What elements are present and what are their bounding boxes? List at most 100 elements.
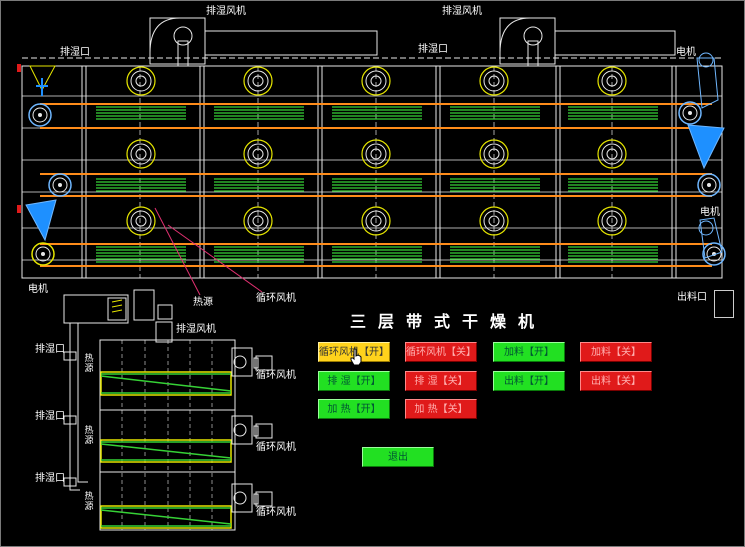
circulation-fan-ring	[243, 66, 273, 96]
side-top-fan-label: 排湿风机	[176, 324, 216, 335]
left-roller-top	[28, 103, 52, 127]
side-exhaust-stub	[63, 415, 77, 425]
left-chute	[25, 199, 57, 242]
exhaust-fan-label-right: 排湿风机	[442, 6, 482, 17]
side-circ-fan-housing	[231, 347, 253, 377]
circulation-fan-icon	[483, 143, 505, 165]
left-inlet-marker	[17, 64, 21, 72]
circulation-fan-leader	[167, 224, 263, 293]
side-heat-source-1: 热源	[84, 354, 94, 374]
circulation-fan-hub	[135, 215, 147, 227]
exhaust-port-label-right: 排湿口	[418, 44, 448, 55]
side-exhaust-pipe	[77, 323, 88, 483]
left-roller-bottom-axle	[41, 252, 45, 256]
circulation-fan-off-button[interactable]: 循环风机【关】	[405, 342, 477, 362]
side-circ-fan-rotor	[233, 355, 247, 369]
discharge-off-button[interactable]: 出料【关】	[580, 371, 652, 391]
left-roller-top-inner	[32, 107, 48, 123]
heating-on-button[interactable]: 加 热【开】	[318, 399, 390, 419]
motor-label-left: 电机	[28, 284, 48, 295]
side-circ-fan-coupler	[253, 425, 259, 437]
outlet-label: 出料口	[677, 292, 707, 303]
right-motor	[698, 220, 714, 236]
exhaust-fan-label-left: 排湿风机	[206, 6, 246, 17]
left-inlet-marker	[17, 205, 21, 213]
exit-button[interactable]: 退出	[362, 447, 434, 467]
exhaust-fan-scroll	[499, 17, 555, 54]
circulation-fan-ring	[361, 139, 391, 169]
top-motor	[698, 52, 714, 68]
side-circ-fan-coupler	[253, 493, 259, 505]
circulation-fan-ring	[597, 206, 627, 236]
side-circ-fan-motor	[255, 423, 273, 439]
circulation-fan-ring	[479, 66, 509, 96]
circulation-fan-ring	[243, 206, 273, 236]
circulation-fan-hub	[488, 148, 500, 160]
circulation-fan-ring	[479, 139, 509, 169]
exhaust-fan-rotor	[173, 26, 193, 46]
motor-label-top: 电机	[676, 47, 696, 58]
heating-off-button[interactable]: 加 热【关】	[405, 399, 477, 419]
motor-label-right: 电机	[700, 207, 720, 218]
circulation-fan-hub	[606, 75, 618, 87]
side-fan-motor-mark	[111, 299, 123, 303]
circulation-fan-hub	[370, 75, 382, 87]
feed-on-button[interactable]: 加料【开】	[493, 342, 565, 362]
circulation-fan-ring	[361, 66, 391, 96]
circulation-fan-icon	[247, 210, 269, 232]
circulation-fan-ring	[361, 206, 391, 236]
left-roller-bottom-inner	[35, 246, 51, 262]
right-roller-bottom	[702, 242, 726, 266]
discharge-on-button[interactable]: 出料【开】	[493, 371, 565, 391]
side-circ-fan-rotor	[233, 491, 247, 505]
circulation-fan-ring	[597, 66, 627, 96]
right-roller-top-inner	[682, 105, 698, 121]
circulation-fan-icon	[483, 210, 505, 232]
exhaust-fan-rotor	[523, 26, 543, 46]
circulation-fan-icon	[601, 70, 623, 92]
circulation-fan-icon	[130, 143, 152, 165]
circulation-fan-icon	[130, 70, 152, 92]
side-exhaust-port-3: 排湿口	[35, 473, 65, 484]
side-fan-duct	[155, 321, 173, 343]
exhaust-fan-duct	[177, 40, 189, 67]
circulation-fan-hub	[252, 215, 264, 227]
feed-off-button[interactable]: 加料【关】	[580, 342, 652, 362]
side-belt-diagonal	[100, 509, 232, 525]
right-roller-mid-inner	[701, 177, 717, 193]
circulation-fan-icon	[365, 70, 387, 92]
exhaust-fan-scroll	[149, 17, 205, 54]
left-roller-mid-axle	[58, 183, 62, 187]
dehumidify-on-button[interactable]: 排 湿【开】	[318, 371, 390, 391]
circulation-fan-ring	[243, 139, 273, 169]
side-circ-fan-coupler	[253, 357, 259, 369]
circulation-fan-ring	[126, 66, 156, 96]
circulation-fan-icon	[365, 143, 387, 165]
side-exhaust-port-2: 排湿口	[35, 411, 65, 422]
feed-hopper	[29, 65, 56, 92]
right-roller-mid	[697, 173, 721, 197]
circulation-fan-label: 循环风机	[256, 293, 296, 304]
right-chute	[687, 124, 725, 170]
main-frame	[21, 65, 723, 279]
circulation-fan-icon	[247, 70, 269, 92]
circulation-fan-ring	[597, 139, 627, 169]
top-motor-drive	[696, 57, 719, 109]
side-circ-fan-3: 循环风机	[256, 507, 296, 518]
exhaust-port-label-left: 排湿口	[60, 47, 90, 58]
side-circ-fan-housing	[231, 483, 253, 513]
circulation-fan-hub	[488, 215, 500, 227]
side-fan-motor-mark	[111, 309, 123, 313]
exhaust-fan-duct	[527, 40, 539, 67]
circulation-fan-ring	[126, 206, 156, 236]
right-roller-mid-axle	[707, 183, 711, 187]
side-belt-diagonal	[100, 375, 232, 392]
left-roller-bottom	[31, 242, 55, 266]
circulation-fan-hub	[135, 148, 147, 160]
left-roller-mid-inner	[52, 177, 68, 193]
exhaust-fan-pipe	[554, 30, 676, 56]
side-fan-housing	[63, 294, 129, 324]
side-fan-motor-mark	[111, 304, 123, 308]
dehumidify-off-button[interactable]: 排 湿【关】	[405, 371, 477, 391]
